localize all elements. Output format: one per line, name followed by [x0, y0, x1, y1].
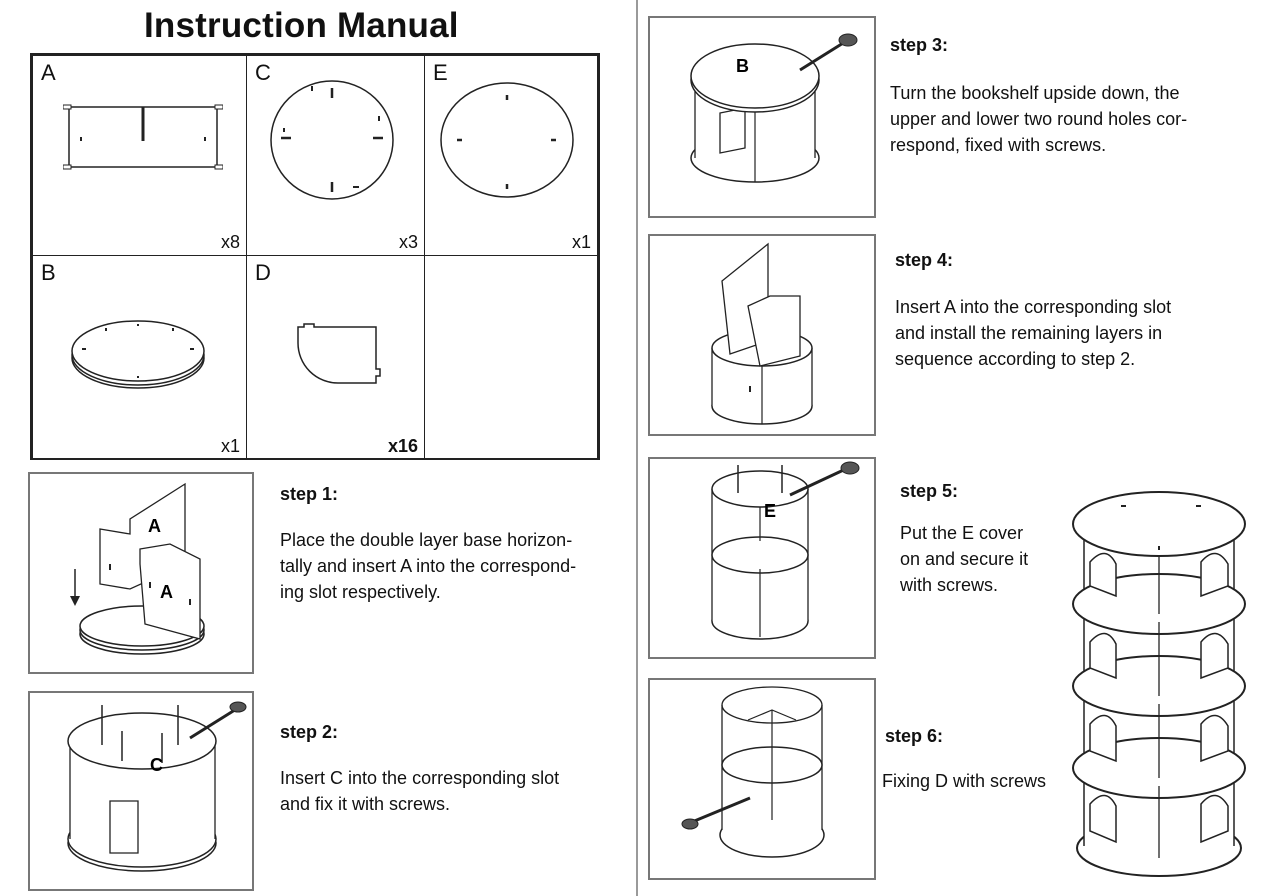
step-2-illustration: C	[28, 691, 254, 891]
part-d-divider-drawing	[297, 323, 381, 384]
finished-bookshelf-drawing	[1072, 491, 1246, 877]
part-b-cell: B x1	[32, 255, 247, 460]
part-quantity: x8	[220, 232, 240, 252]
parts-empty-cell	[424, 255, 598, 460]
step-1-text: Place the double layer base horizon- tal…	[280, 530, 577, 602]
step-3-drawing: B	[690, 33, 858, 183]
part-e-disc-drawing	[440, 82, 574, 198]
step-4-drawing	[711, 242, 813, 425]
part-quantity: x1	[220, 436, 240, 456]
step-1-part-label: A	[148, 516, 161, 536]
step-4-illustration	[648, 234, 876, 436]
step-6-heading: step 6:	[885, 726, 944, 746]
part-quantity: x1	[571, 232, 591, 252]
step-1-illustration: A A	[28, 472, 254, 674]
part-c-disc-drawing	[270, 80, 394, 200]
step-5-drawing: E	[711, 461, 860, 640]
part-b-base-drawing	[71, 320, 205, 389]
step-2-heading: step 2:	[280, 722, 339, 742]
step-4-text: Insert A into the corresponding slot and…	[895, 297, 1172, 369]
part-letter: A	[41, 60, 56, 85]
step-5-part-label: E	[764, 501, 776, 521]
step-5-heading: step 5:	[900, 481, 959, 501]
part-letter: E	[433, 60, 448, 85]
step-3-heading: step 3:	[890, 35, 949, 55]
part-letter: D	[255, 260, 271, 285]
page-divider	[636, 0, 638, 896]
part-a-cell: A x8	[32, 55, 247, 256]
step-6-illustration	[648, 678, 876, 880]
step-3-illustration: B	[648, 16, 876, 218]
step-1-drawing: A A	[70, 482, 205, 655]
part-a-panel-drawing	[63, 104, 223, 170]
part-d-cell: D x16	[246, 255, 425, 460]
page-title: Instruction Manual	[144, 6, 459, 45]
part-c-cell: C x3	[246, 55, 425, 256]
step-2-text: Insert C into the corresponding slot and…	[280, 768, 560, 814]
part-letter: C	[255, 60, 271, 85]
part-e-cell: E x1	[424, 55, 598, 256]
step-3-text: Turn the bookshelf upside down, the uppe…	[890, 83, 1188, 155]
part-letter: B	[41, 260, 56, 285]
step-6-drawing	[681, 686, 825, 858]
step-2-part-label: C	[150, 755, 163, 775]
part-quantity: x3	[398, 232, 418, 252]
part-quantity: x16	[387, 436, 418, 456]
step-4-heading: step 4:	[895, 250, 954, 270]
step-5-text: Put the E cover on and secure it with sc…	[900, 523, 1029, 595]
step-3-part-label: B	[736, 56, 749, 76]
step-6-text: Fixing D with screws	[882, 771, 1047, 791]
step-5-illustration: E	[648, 457, 876, 659]
step-1-part-label: A	[160, 582, 173, 602]
step-2-drawing: C	[67, 701, 247, 872]
step-1-heading: step 1:	[280, 484, 339, 504]
parts-grid: A x8 C x3 E	[30, 53, 600, 460]
